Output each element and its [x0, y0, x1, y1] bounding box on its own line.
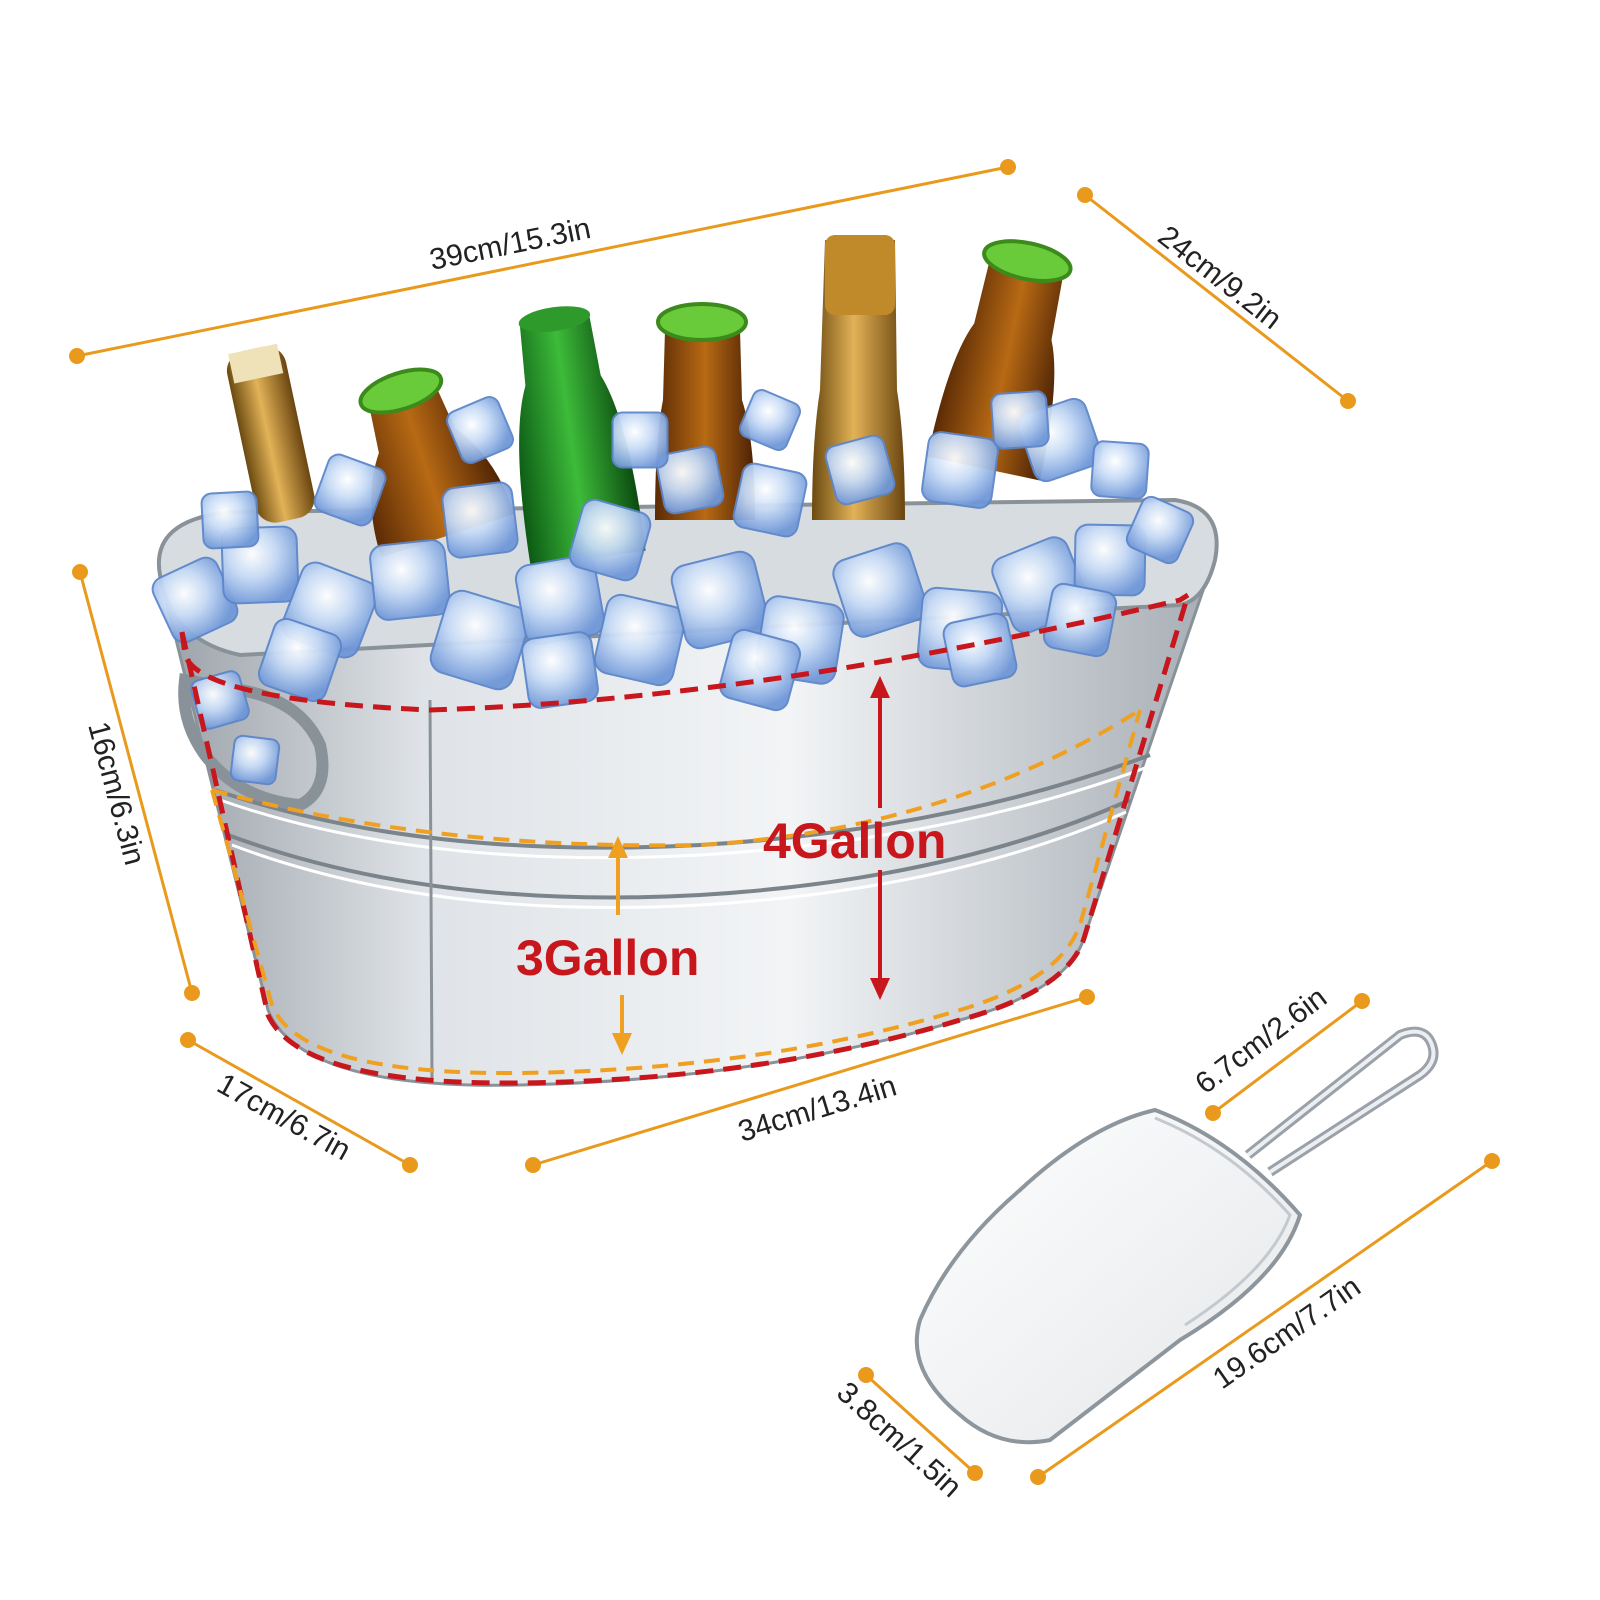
- tub-handle: [178, 672, 329, 812]
- tub-rib-upper-2: [219, 766, 1146, 860]
- ice-cubes: [151, 389, 1195, 786]
- capacity-guides: 4Gallon 3Gallon: [179, 592, 1191, 1086]
- ice-cube: [200, 490, 260, 550]
- ice-cube: [369, 539, 451, 621]
- tub-rib-lower-2: [231, 810, 1127, 909]
- ice-cube: [732, 462, 808, 538]
- capacity-4-outline: [179, 592, 1191, 1086]
- ice-cube: [429, 589, 531, 691]
- ice-cube: [990, 390, 1050, 450]
- ice-cube: [441, 481, 519, 559]
- dim-height: [72, 564, 200, 1001]
- dimension-lines: [69, 159, 1500, 1485]
- capacity-4-label: 4Gallon: [763, 813, 946, 869]
- label-bottom-length: 34cm/13.4in: [734, 1069, 900, 1148]
- wine-bottle-left: [226, 343, 315, 523]
- ice-cube: [190, 670, 250, 730]
- tub-rib-lower: [227, 798, 1131, 900]
- ice-cube: [1090, 440, 1150, 500]
- capacity-3-label: 3Gallon: [516, 930, 699, 986]
- ice-cube: [611, 411, 669, 469]
- scoop-handle: [1244, 1026, 1439, 1177]
- capacity-4-arrow: [870, 676, 890, 1000]
- tub-rib-upper: [214, 753, 1151, 850]
- ice-cube: [655, 445, 725, 515]
- scoop-bowl-rim: [1154, 1116, 1292, 1327]
- ice-cube: [521, 631, 599, 709]
- green-bottle: [518, 306, 646, 567]
- dim-scoop-length: [1030, 1153, 1500, 1485]
- ice-cube: [832, 542, 928, 638]
- label-top-width: 24cm/9.2in: [1152, 220, 1288, 336]
- label-bottom-width: 17cm/6.7in: [212, 1067, 356, 1167]
- ice-cube: [921, 431, 999, 509]
- dim-scoop-depth: [858, 1367, 983, 1481]
- ice-cube: [257, 617, 343, 703]
- tub-seam: [428, 699, 434, 1081]
- ice-cube: [593, 593, 687, 687]
- ice-cube: [718, 628, 802, 712]
- dim-top-width: [1077, 187, 1356, 409]
- scoop-handle-inner: [1246, 1029, 1436, 1174]
- dim-bottom-length: [525, 989, 1095, 1173]
- label-height: 16cm/6.3in: [81, 718, 151, 868]
- ice-cube: [568, 498, 652, 582]
- dim-top-length: [69, 159, 1016, 364]
- ice-cube: [446, 396, 514, 464]
- ice-scoop: [914, 1026, 1439, 1445]
- ice-cube: [1125, 495, 1195, 565]
- dim-scoop-handle-width: [1205, 993, 1370, 1121]
- dim-bottom-width: [180, 1032, 418, 1173]
- capacity-3-arrow: [608, 836, 632, 1055]
- ice-cube: [670, 550, 770, 650]
- ice-cube: [942, 612, 1018, 688]
- capacity-3-outline: [210, 708, 1142, 1076]
- ice-cube: [739, 389, 801, 451]
- ice-cube: [824, 434, 896, 506]
- ice-cube: [1042, 582, 1118, 658]
- scoop-bowl: [914, 1107, 1303, 1445]
- ice-cube: [229, 734, 281, 786]
- ice-cube: [313, 453, 387, 527]
